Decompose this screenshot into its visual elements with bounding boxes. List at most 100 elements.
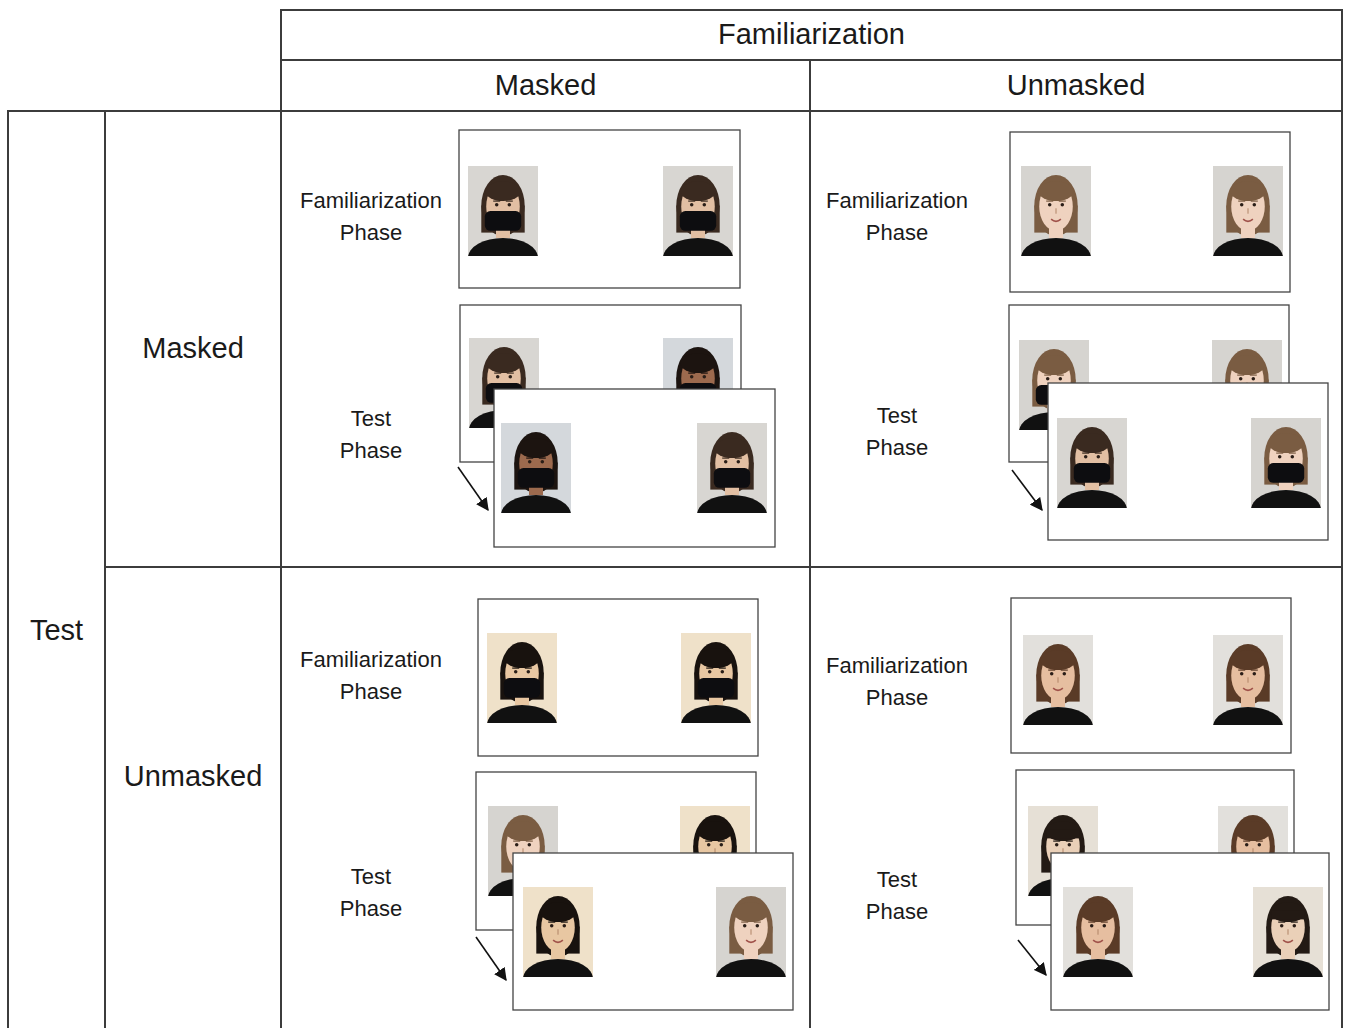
brow: [1251, 669, 1258, 670]
eye: [1280, 924, 1284, 928]
eye: [690, 375, 694, 379]
face-mask: [714, 468, 750, 488]
eye: [737, 460, 741, 464]
header-label: Unmasked: [124, 760, 263, 793]
eye: [1239, 377, 1243, 381]
brow: [1048, 669, 1055, 670]
brow: [754, 921, 761, 922]
shirt: [1063, 959, 1133, 977]
brow: [1044, 375, 1051, 376]
brow: [735, 458, 742, 459]
hair-top: [681, 353, 716, 373]
hair: [694, 642, 737, 703]
brow: [1061, 669, 1068, 670]
eye: [1061, 203, 1065, 207]
sequence-arrow: [1018, 940, 1046, 975]
hair: [1076, 896, 1119, 957]
condition-panel: [476, 599, 793, 1010]
eye: [1063, 672, 1067, 676]
brow: [1101, 921, 1108, 922]
face-photo: [681, 633, 751, 723]
condition-cell: Familiarization PhaseTest Phase: [280, 566, 811, 1028]
eye: [515, 843, 519, 847]
hair-top: [681, 181, 716, 201]
stimulus-frame: [478, 599, 758, 756]
stimulus-frame: [459, 130, 740, 288]
face-photo: [697, 423, 767, 513]
hair: [1034, 175, 1077, 236]
face-photo: [1021, 166, 1091, 256]
hair-top: [715, 438, 750, 458]
brow: [1057, 375, 1064, 376]
shirt: [1023, 707, 1093, 725]
hair-top: [519, 438, 554, 458]
head: [1231, 651, 1265, 700]
face-photo: [1253, 887, 1323, 977]
label-holder: Test Phase: [857, 400, 937, 464]
face-photo: [1063, 887, 1133, 977]
eye: [756, 924, 760, 928]
brow: [512, 667, 519, 668]
hair: [1226, 644, 1269, 705]
eye: [508, 203, 512, 207]
eye: [1278, 455, 1282, 459]
face-photo: [1251, 418, 1321, 508]
hair-top: [487, 353, 522, 373]
brow: [513, 840, 520, 841]
head: [541, 903, 575, 952]
phase-label: Test Phase: [331, 861, 411, 925]
eye: [1258, 843, 1262, 847]
eye: [703, 203, 707, 207]
bangs: [1272, 910, 1304, 919]
eye: [1240, 203, 1244, 207]
sequence-arrow: [1012, 470, 1042, 510]
eye: [724, 460, 728, 464]
brow: [718, 840, 725, 841]
nose: [1288, 929, 1289, 934]
phase-label: Test Phase: [857, 400, 937, 464]
header-label: Masked: [142, 332, 244, 365]
eye: [541, 460, 545, 464]
eye: [690, 203, 694, 207]
brow: [688, 201, 695, 202]
hair: [514, 432, 557, 493]
phase-label: Familiarization Phase: [812, 650, 982, 714]
hair-top: [505, 648, 540, 668]
eye: [514, 670, 518, 674]
eye: [720, 843, 724, 847]
head: [1041, 651, 1075, 700]
face-mask: [485, 211, 521, 231]
eye: [1103, 924, 1107, 928]
header-label: Familiarization: [718, 18, 905, 51]
hair-top: [486, 181, 521, 201]
eye: [1253, 672, 1257, 676]
hair: [1070, 427, 1113, 488]
hair-top: [1037, 355, 1072, 375]
mouth: [746, 940, 756, 942]
brow: [506, 201, 513, 202]
face-photo: [1213, 635, 1283, 725]
row-header: Unmasked: [104, 566, 282, 1028]
column-group-header: Familiarization: [280, 9, 1343, 61]
face-photo: [1057, 418, 1127, 508]
face-photo: [716, 887, 786, 977]
eye: [708, 670, 712, 674]
brow: [1276, 453, 1283, 454]
brow: [701, 201, 708, 202]
brow: [507, 373, 514, 374]
eye: [563, 924, 567, 928]
stimulus-frame: [1051, 853, 1329, 1010]
eye: [1059, 377, 1063, 381]
phase-label: Familiarization Phase: [286, 644, 456, 708]
hair-top: [1046, 821, 1081, 841]
hair: [536, 896, 579, 957]
brow: [1053, 840, 1060, 841]
eye: [528, 460, 532, 464]
face-photo: [663, 166, 733, 256]
mouth: [1051, 219, 1061, 221]
row-header: Masked: [104, 110, 282, 568]
mouth: [553, 940, 563, 942]
eye: [1253, 203, 1257, 207]
shirt: [468, 238, 538, 256]
face-photo: [523, 887, 593, 977]
